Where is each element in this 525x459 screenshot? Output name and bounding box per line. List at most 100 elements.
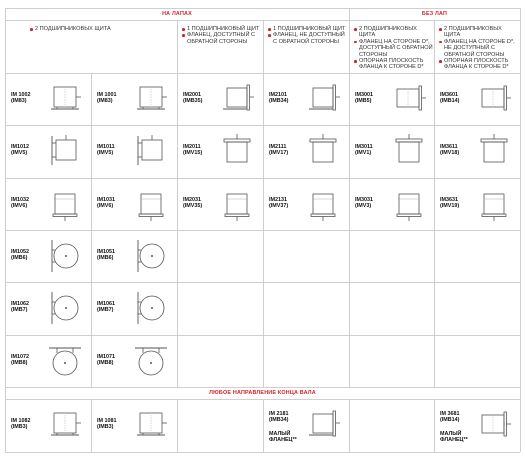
grid-line: [5, 452, 520, 453]
mounting-code-line: IM 1001: [97, 92, 117, 98]
grid-line: [91, 399, 92, 452]
ceiling-end-motor-icon: [131, 343, 171, 379]
mounting-code-line: (IM83): [97, 98, 113, 105]
mounting-label-im3011: IM3011(IMV1): [355, 144, 373, 157]
mounting-code-line: (IMV18): [440, 150, 460, 157]
grid-line: [91, 73, 92, 387]
wall-end-motor-icon: [131, 238, 171, 274]
grid-line: [5, 8, 6, 452]
mounting-code-line: (IMV35): [183, 203, 203, 210]
vertical-motor-icon: [131, 186, 171, 222]
mounting-label-im2001: IM2001(IMB35): [183, 92, 202, 105]
grid-line: [5, 125, 520, 126]
mounting-label-im1051: IM1051(IMB6): [97, 249, 115, 262]
wall-motor-icon: [45, 133, 85, 169]
mounting-label-im3601: IM3601(IMB14): [440, 92, 459, 105]
grid-line: [5, 230, 520, 231]
mounting-code-line: IM1061: [97, 301, 115, 307]
mounting-label-im3611: IM3611(IMV18): [440, 144, 459, 157]
feet-motor-icon: [45, 81, 85, 117]
mounting-code-line: (IMB34): [269, 417, 289, 424]
mounting-label-im1001: IM 1001(IM83): [97, 92, 116, 105]
mounting-code-line: IM2101: [269, 92, 287, 98]
grid-line: [177, 20, 178, 387]
feet-motor-icon: [131, 81, 171, 117]
grid-line: [520, 8, 521, 452]
note-bullet-item: ФЛАНЕЦ НА СТОРОНЕ D*, ДОСТУПНЫЙ С ОБРАТН…: [353, 39, 433, 58]
vertical-motor-icon: [217, 186, 257, 222]
note-bullet-item: 2 ПОДШИПНИКОВЫХ ЩИТА: [29, 26, 169, 32]
mounting-code-line: IM 1082: [11, 418, 31, 424]
mounting-code-line: IM1062: [11, 301, 29, 307]
bottom-mounting-label-im2181: IM 2181(IMB34)МАЛЫЙ ФЛАНЕЦ**: [269, 411, 303, 444]
mounting-code-line: (IMV5): [11, 150, 28, 157]
mounting-label-im2111: IM2111(IMV17): [269, 144, 288, 157]
mounting-label-im1061: IM1061(IMB7): [97, 301, 115, 314]
section-header-any-direction: ЛЮБОЕ НАПРАВЛЕНИЕ КОНЦА ВАЛА: [209, 390, 316, 396]
mounting-label-im1031: IM1031(IMV6): [97, 197, 115, 210]
grid-line: [349, 8, 350, 387]
small-flange-note: МАЛЫЙ ФЛАНЕЦ**: [269, 430, 297, 444]
mounting-code-line: (IMV37): [269, 203, 289, 210]
mounting-code-line: IM 1081: [97, 418, 117, 424]
flange-motor-icon: [474, 407, 514, 443]
mounting-code-line: (IMV5): [97, 150, 114, 157]
mounting-code-line: IM2001: [183, 92, 201, 98]
mounting-code-line: (IMB14): [440, 417, 460, 424]
mounting-label-im3001: IM3001(IMB5): [355, 92, 373, 105]
mounting-label-im1012: IM1012(IMV5): [11, 144, 29, 157]
wall-end-motor-icon: [45, 290, 85, 326]
mounting-label-im1071: IM1071(IMB8): [97, 354, 115, 367]
grid-line: [5, 282, 520, 283]
mounting-code-line: IM1051: [97, 249, 115, 255]
grid-line: [434, 20, 435, 387]
mounting-label-im3631: IM3631(IMV19): [440, 197, 459, 210]
mounting-label-im1032: IM1032(IMV6): [11, 197, 29, 210]
wall-end-motor-icon: [45, 238, 85, 274]
vertical-flange-motor-icon: [217, 133, 257, 169]
mounting-code-line: (IMV15): [183, 150, 203, 157]
section-header-with-feet: НА ЛАПАХ: [162, 11, 192, 17]
ceiling-end-motor-icon: [45, 343, 85, 379]
mounting-code-line: IM1012: [11, 144, 29, 150]
grid-line: [263, 20, 264, 387]
mounting-label-im2031: IM2031(IMV35): [183, 197, 202, 210]
flange-feet-motor-icon: [303, 81, 343, 117]
note-bullet-item: ФЛАНЕЦ НА СТОРОНЕ D*, НЕ ДОСТУПНЫЙ С ОБР…: [438, 39, 518, 58]
mounting-code-line: (IMB6): [97, 255, 114, 262]
vertical-flange-motor-icon: [303, 133, 343, 169]
flange-feet-motor-icon: [303, 407, 343, 443]
mounting-code-line: (IMB14): [440, 98, 460, 105]
mounting-code-line: (IMB34): [269, 98, 289, 105]
mounting-code-line: IM1072: [11, 354, 29, 360]
mounting-code-line: (IMB6): [11, 255, 28, 262]
mounting-code-line: (IMB5): [355, 98, 372, 105]
note-bullet-item: ФЛАНЕЦ, НЕ ДОСТУПНЫЙ С ОБРАТНОЙ СТОРОНЫ: [267, 32, 347, 45]
mounting-code-line: IM3031: [355, 197, 373, 203]
mounting-code-line: IM1071: [97, 354, 115, 360]
mounting-code-line: IM1032: [11, 197, 29, 203]
note-bullet-item: 2 ПОДШИПНИКОВЫХ ЩИТА: [438, 26, 518, 39]
grid-line: [5, 178, 520, 179]
mounting-label-im2101: IM2101(IMB34): [269, 92, 288, 105]
mounting-code-line: IM2111: [269, 144, 287, 150]
flange-motor-icon: [389, 81, 429, 117]
mounting-code-line: (IMV3): [355, 203, 372, 210]
grid-line: [5, 335, 520, 336]
feet-motor-icon: [131, 407, 171, 443]
mounting-code-line: (IMB7): [97, 307, 114, 314]
mounting-code-line: IM3601: [440, 92, 458, 98]
note-bullet-item: ОПОРНАЯ ПЛОСКОСТЬ ФЛАНЦА К СТОРОНЕ D*: [438, 58, 518, 71]
flange-feet-motor-icon: [217, 81, 257, 117]
grid-line: [263, 399, 264, 452]
mounting-label-im1052: IM1052(IMB6): [11, 249, 29, 262]
grid-line: [5, 387, 520, 388]
mounting-code-line: (IMV17): [269, 150, 289, 157]
mounting-label-im1002: IM 1002(IM83): [11, 92, 30, 105]
mounting-code-line: (IM83): [11, 98, 27, 105]
vertical-motor-icon: [474, 186, 514, 222]
mounting-code-line: (IMV6): [97, 203, 114, 210]
